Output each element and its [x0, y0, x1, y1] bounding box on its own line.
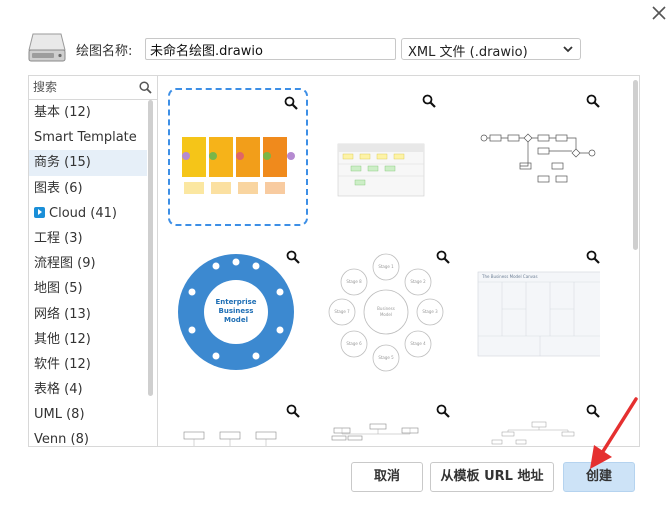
zoom-icon[interactable]: [586, 94, 600, 108]
category-label: 工程 (3): [34, 230, 83, 246]
category-label: 流程图 (9): [34, 256, 96, 272]
category-label: 其他 (12): [34, 331, 91, 347]
category-label: 网络 (13): [34, 306, 91, 322]
stage-label: Stage 4: [410, 341, 426, 346]
template-thumb[interactable]: The Business Model Canvas: [468, 244, 608, 382]
template-preview: [182, 137, 295, 194]
center-line-3: Model: [224, 316, 248, 324]
category-label: 软件 (12): [34, 356, 91, 372]
category-label: 表格 (4): [34, 382, 83, 398]
category-item-engineering[interactable]: 工程 (3): [29, 226, 147, 251]
zoom-icon[interactable]: [436, 250, 450, 264]
from-url-button[interactable]: 从模板 URL 地址: [430, 462, 554, 492]
stage-label: Stage 7: [334, 309, 350, 314]
create-button[interactable]: 创建: [563, 462, 635, 492]
category-item-network[interactable]: 网络 (13): [29, 302, 147, 327]
template-preview: [491, 421, 575, 445]
category-item-flowchart[interactable]: 流程图 (9): [29, 251, 147, 276]
template-thumb[interactable]: [468, 88, 608, 226]
category-item-smart-template[interactable]: Smart Template: [29, 125, 147, 150]
template-preview: The Business Model Canvas: [477, 271, 600, 357]
category-label: 基本 (12): [34, 105, 91, 120]
template-preview: [183, 431, 277, 446]
cancel-button[interactable]: 取消: [351, 462, 423, 492]
category-item-cloud[interactable]: Cloud (41): [29, 201, 147, 226]
category-item-uml[interactable]: UML (8): [29, 402, 147, 427]
sidebar-scrollbar[interactable]: [148, 100, 153, 396]
category-item-business[interactable]: 商务 (15): [29, 150, 147, 176]
filename-input[interactable]: [145, 38, 396, 60]
template-thumb[interactable]: Business Model Stage 1 Stage 2 Stage 3 S…: [318, 244, 458, 382]
category-label: 商务 (15): [34, 155, 91, 171]
category-label: 图表 (6): [34, 180, 83, 196]
canvas-title: The Business Model Canvas: [481, 274, 538, 279]
stage-label: Stage 8: [346, 279, 362, 284]
template-thumb[interactable]: [168, 88, 308, 226]
grid-scrollbar[interactable]: [633, 80, 638, 250]
center-line-2: Business: [219, 307, 254, 315]
template-preview: [480, 133, 596, 183]
zoom-icon[interactable]: [286, 404, 300, 418]
category-item-tables[interactable]: 表格 (4): [29, 377, 147, 402]
template-grid: Enterprise Business Model Business: [157, 75, 640, 447]
close-icon[interactable]: [650, 4, 668, 22]
hard-drive-icon: [28, 33, 66, 62]
category-label: UML (8): [34, 407, 85, 423]
template-thumb[interactable]: Enterprise Business Model: [168, 244, 308, 382]
search-input[interactable]: [29, 76, 129, 98]
zoom-icon[interactable]: [284, 96, 298, 110]
template-preview: Enterprise Business Model: [178, 254, 294, 370]
template-preview: [337, 143, 425, 197]
template-thumb[interactable]: [318, 398, 458, 446]
category-item-venn[interactable]: Venn (8): [29, 427, 147, 447]
template-preview: Business Model Stage 1 Stage 2 Stage 3 S…: [328, 253, 444, 372]
category-item-maps[interactable]: 地图 (5): [29, 276, 147, 301]
category-item-other[interactable]: 其他 (12): [29, 327, 147, 352]
template-preview: [331, 423, 419, 441]
chevron-down-icon: [563, 46, 573, 53]
category-item-charts[interactable]: 图表 (6): [29, 176, 147, 201]
stage-label: Stage 2: [410, 279, 426, 284]
category-label: 地图 (5): [34, 281, 83, 297]
stage-label: Stage 3: [422, 309, 438, 314]
zoom-icon[interactable]: [436, 404, 450, 418]
stage-label: Stage 6: [346, 341, 362, 346]
template-thumb[interactable]: [168, 398, 308, 446]
template-thumb[interactable]: [468, 398, 608, 446]
format-select[interactable]: XML 文件 (.drawio): [401, 38, 581, 60]
filename-label: 绘图名称:: [76, 44, 133, 59]
category-label: Cloud (41): [49, 205, 117, 221]
category-list: 基本 (12) Smart Template 商务 (15) 图表 (6) Cl…: [29, 100, 158, 447]
center-line-1: Enterprise: [215, 298, 256, 306]
stage-label: Stage 1: [378, 264, 394, 269]
category-sidebar: 基本 (12) Smart Template 商务 (15) 图表 (6) Cl…: [28, 75, 158, 447]
template-thumb[interactable]: [304, 88, 444, 226]
zoom-icon[interactable]: [586, 250, 600, 264]
center-line-2: Model: [380, 312, 392, 317]
zoom-icon[interactable]: [422, 94, 436, 108]
category-label: Venn (8): [34, 432, 89, 447]
play-icon: [34, 206, 45, 218]
category-label: Smart Template: [34, 130, 137, 146]
zoom-icon[interactable]: [286, 250, 300, 264]
center-line-1: Business: [377, 306, 395, 311]
format-select-value: XML 文件 (.drawio): [408, 45, 528, 60]
stage-label: Stage 5: [378, 355, 394, 360]
category-item-basic[interactable]: 基本 (12): [29, 100, 147, 125]
zoom-icon[interactable]: [586, 404, 600, 418]
search-icon[interactable]: [139, 81, 152, 94]
category-item-software[interactable]: 软件 (12): [29, 352, 147, 377]
category-search: [29, 76, 158, 100]
